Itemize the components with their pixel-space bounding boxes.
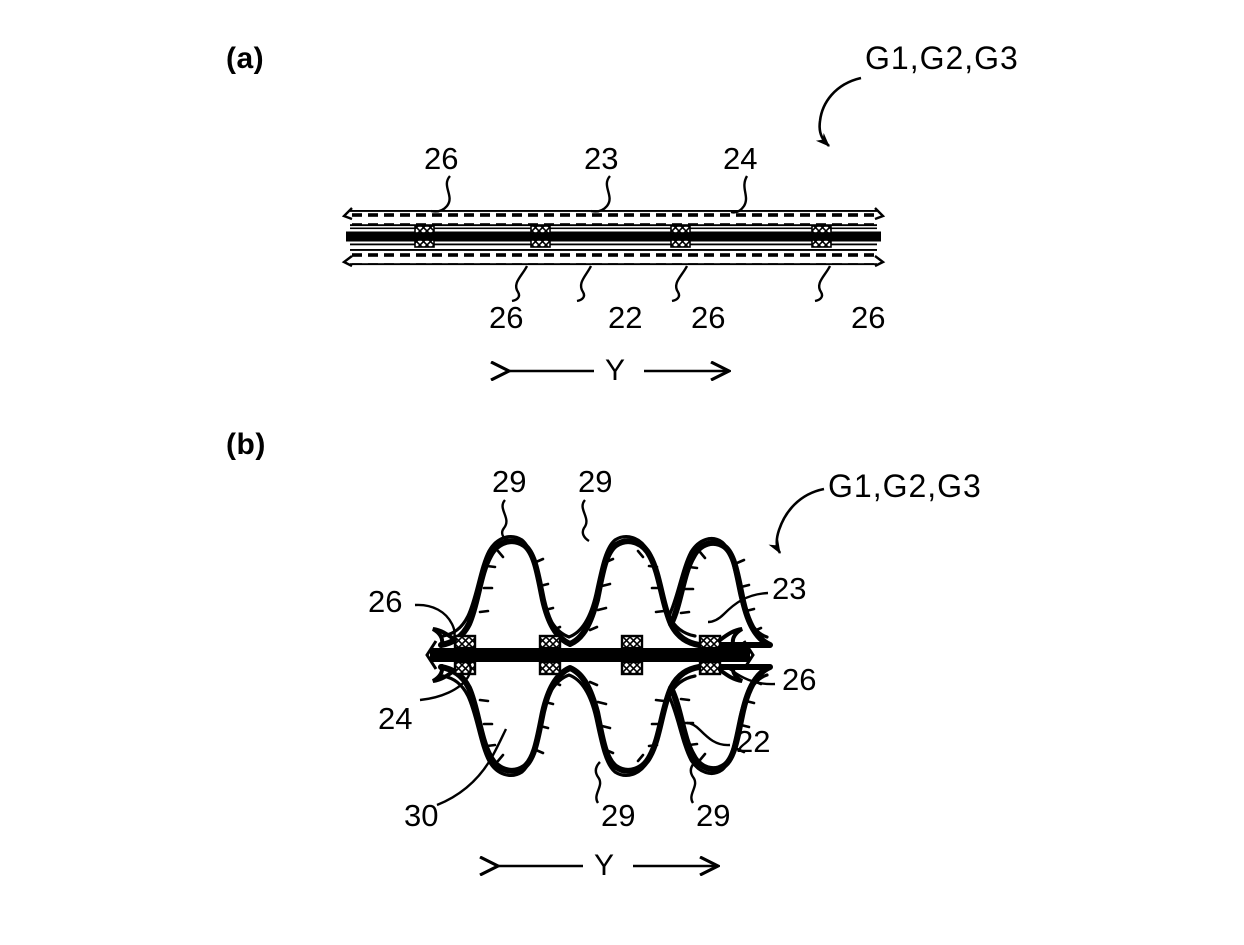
panel-a-right-cap (874, 207, 886, 268)
panel-b-dim-label: Y (594, 849, 615, 882)
panel-b-band-hatching (478, 549, 763, 763)
panel-a-left-cap (341, 207, 353, 268)
panel-a-leaders-top (430, 175, 749, 214)
panel-b-ref-30-bottom: 30 (404, 798, 439, 833)
panel-b-group-label: G1,G2,G3 (828, 468, 982, 504)
panel-b-center-bar (430, 648, 750, 662)
panel-b-ref-26-left: 26 (368, 584, 403, 619)
panel-a-lower-inner (350, 243, 877, 246)
panel-a-group-arrow (815, 76, 862, 147)
panel-a-nodes (414, 225, 832, 248)
panel-b-bar-left-cap (425, 640, 438, 670)
panel-a-center-bar (346, 231, 881, 242)
panel-b-letter: (b) (226, 428, 266, 461)
panel-a-artwork (341, 76, 886, 371)
panel-b-group-arrow (768, 487, 825, 554)
panel-b-ref-22-right: 22 (736, 724, 771, 759)
panel-a-upper-band (350, 210, 877, 227)
panel-b-ref-29-top-2: 29 (578, 464, 613, 499)
panel-a-ref-26-bottom-1: 26 (489, 300, 524, 335)
panel-a-lower-band (350, 249, 877, 266)
panel-a-ref-24-top: 24 (723, 141, 758, 176)
panel-b-ref-26-right: 26 (782, 662, 817, 697)
panel-b-bar-right-cap (742, 640, 755, 670)
panel-b-ref-24-left: 24 (378, 701, 413, 736)
panel-a-upper-inner (350, 226, 877, 232)
panel-b-artwork (414, 487, 825, 866)
panel-a-dim-label: Y (605, 354, 626, 387)
panel-a-ref-26-bottom-2: 26 (691, 300, 726, 335)
panel-a-letter: (a) (226, 42, 265, 75)
panel-b-ref-29-bottom-2: 29 (696, 798, 731, 833)
panel-a-group-label: G1,G2,G3 (865, 40, 1019, 76)
panel-b-ref-23-right: 23 (772, 571, 807, 606)
panel-a-ref-26-top: 26 (424, 141, 459, 176)
panel-b-ref-29-top-1: 29 (492, 464, 527, 499)
panel-a-ref-23-top: 23 (584, 141, 619, 176)
panel-b-ref-29-bottom-1: 29 (601, 798, 636, 833)
panel-a-ref-22-bottom: 22 (608, 300, 643, 335)
panel-a-ref-26-bottom-3: 26 (851, 300, 886, 335)
panel-a-leaders-bottom (511, 265, 832, 303)
panel-b-leaders (414, 499, 776, 807)
